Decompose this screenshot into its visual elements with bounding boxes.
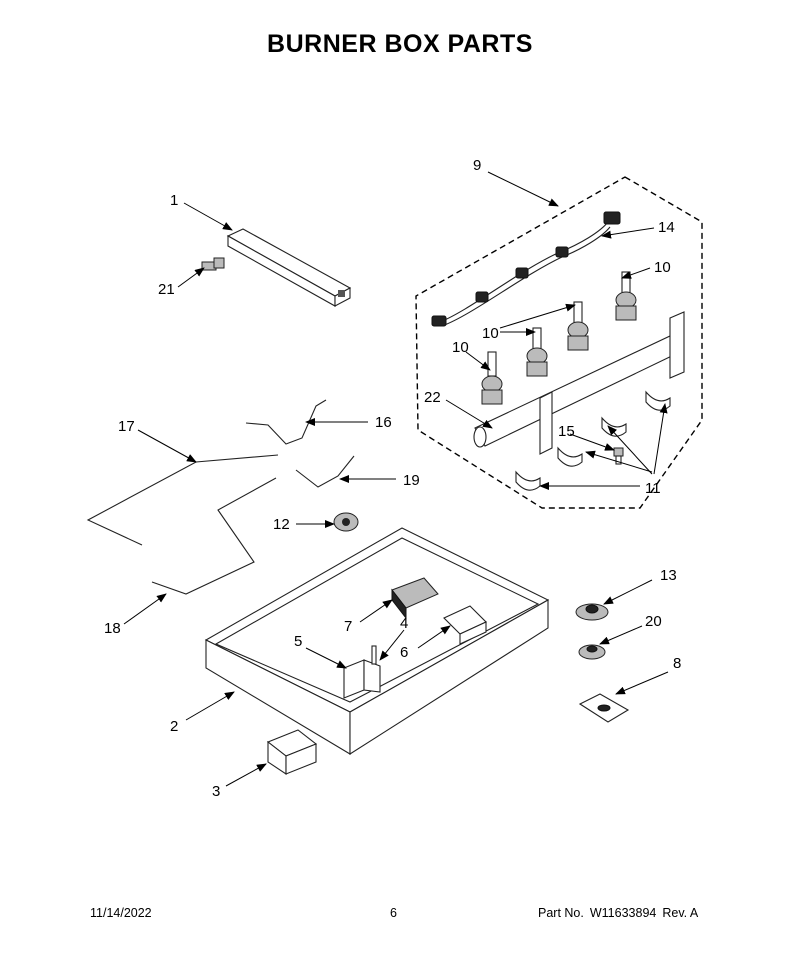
part-number: W11633894 (589, 906, 657, 920)
part-3-box (266, 729, 318, 776)
part-19-tube (295, 455, 355, 488)
callout-1: 1 (170, 192, 178, 209)
callout-2: 2 (170, 718, 178, 735)
callout-17: 17 (118, 418, 135, 435)
part-16-tube (245, 399, 327, 445)
part-22-manifold (473, 311, 685, 455)
footer-date: 11/14/2022 (90, 906, 152, 920)
part-21-fitting (201, 257, 225, 271)
callout-6: 6 (400, 644, 408, 661)
part-18-tube (151, 477, 277, 595)
part-7-module (391, 577, 439, 620)
callout-3: 3 (212, 783, 220, 800)
part-label: Part No. (538, 906, 584, 920)
callout-18: 18 (104, 620, 121, 637)
callout-12: 12 (273, 516, 290, 533)
callout-19: 19 (403, 472, 420, 489)
callout-16: 16 (375, 414, 392, 431)
part-13-grommet (575, 603, 609, 621)
callout-11: 11 (645, 480, 661, 497)
callout-9: 9 (473, 157, 481, 174)
callout-5: 5 (294, 633, 302, 650)
part-15-screw (613, 447, 624, 465)
callout-labels: 1 21 9 14 10 10 10 22 15 11 16 17 19 12 … (104, 157, 681, 800)
part-6-bracket (443, 605, 487, 645)
page-title: BURNER BOX PARTS (267, 30, 533, 58)
callout-10-left: 10 (452, 339, 469, 356)
callout-10-right: 10 (654, 259, 671, 276)
callout-14: 14 (658, 219, 675, 236)
callout-4: 4 (400, 615, 408, 632)
part-8-plate (578, 693, 630, 723)
part-2-burner-box (204, 527, 550, 756)
footer-page-number: 6 (390, 906, 397, 920)
callout-8: 8 (673, 655, 681, 672)
callout-21: 21 (158, 281, 175, 298)
part-14-wire-harness (431, 211, 621, 327)
part-17-tube (86, 454, 279, 546)
part-20-grommet (578, 644, 606, 660)
callout-10-middle: 10 (482, 325, 499, 342)
callout-15: 15 (558, 423, 575, 440)
part-12-regulator (333, 512, 359, 532)
part-1-bracket (226, 228, 352, 307)
callout-7: 7 (344, 618, 352, 635)
footer-part-info: Part No. W11633894 Rev. A (538, 906, 704, 920)
part-10-valves (481, 271, 637, 405)
callout-20: 20 (645, 613, 662, 630)
revision: Rev. A (662, 906, 699, 920)
callout-13: 13 (660, 567, 677, 584)
part-5-bracket (343, 645, 381, 699)
leader-lines (123, 171, 669, 787)
callout-22: 22 (424, 389, 441, 406)
assembly-boundary (415, 176, 703, 509)
